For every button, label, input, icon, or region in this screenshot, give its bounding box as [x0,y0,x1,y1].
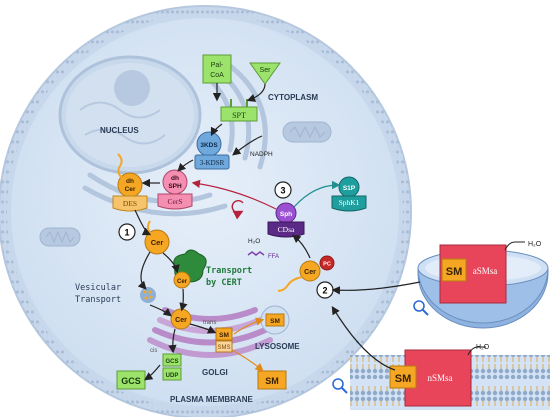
cers-enzyme [157,193,193,210]
sms-label: SMS [217,345,230,351]
spt-enzyme [220,106,258,122]
magnifier-icon-2 [332,378,348,394]
cdsa-enzyme [267,221,305,238]
gcs-big-label: GCS [121,376,141,386]
cer-right-node [299,260,321,282]
sm-small-box [215,327,233,341]
golgi-label: GOLGI [202,368,228,377]
nsmsa-label: nSMsa [427,373,452,383]
cer-cert-label: Cer [177,279,188,285]
step-1-badge [118,223,136,241]
h2o-asmsa-label: H₂O [528,241,542,248]
kdsr-label: 3-KDSR [200,159,225,167]
ffa-label: FFA [268,254,279,260]
gcs-small-label: GCS [165,359,178,365]
h2o-nsmsa-label: H₂O [476,344,490,351]
plasma-membrane-label: PLASMA MEMBRANE [170,395,253,404]
sms-box [215,340,233,353]
sm-lyso-box [265,313,285,327]
vesicle [140,287,156,303]
sphk1-label: SphK1 [339,198,360,207]
cer-main-label: Cer [151,238,164,247]
nadph-label: NADPH [250,151,273,158]
palcoa-box [202,54,232,84]
h2o-cdsa-label: H₂O [248,238,260,245]
sm-lyso-label: SM [270,318,280,325]
arrow-sph-to-cers [191,179,277,210]
sph-label: Sph [280,211,292,218]
nsmsa-water-line [467,346,486,356]
nucleus [58,55,202,175]
step-3-label: 3 [280,186,285,196]
cers-label: CerS [168,197,183,206]
step-2-label: 2 [322,286,327,296]
cdsa-label: CDsa [278,225,295,234]
pathway-arrows [134,83,421,381]
ser-label: Ser [260,67,272,74]
vesicular-transport-label-1: Vesicular [75,283,121,293]
dhcer-label-1: dh [126,178,134,185]
nucleus-label: NUCLEUS [100,126,139,135]
dhsph-label-1: dh [171,175,179,182]
step-1-label: 1 [124,228,129,238]
asmsa-sm-box [441,258,467,282]
gcs-small-box [162,353,182,367]
spt-label: SPT [232,111,246,120]
nsmsa-sm-box [389,365,417,389]
pc-label: PC [323,262,331,268]
des-enzyme [112,195,148,212]
cell-membrane-dots [0,6,411,417]
des-label: DES [123,199,137,208]
transport-cert-label-2: by CERT [206,278,242,288]
cytoplasm-label: CYTOPLASM [268,93,318,102]
dhsph-label-2: SPH [168,183,182,190]
nsmsa-sm-label: SM [395,373,412,385]
dhcer-tail [117,153,123,179]
mitochondrion-left [39,227,81,247]
lysosome-label: LYSOSOME [255,342,300,351]
sphk1-enzyme [331,195,367,212]
sm-golgi-box [257,370,287,390]
sm-small-label: SM [219,332,229,339]
asmsa-water-line [504,241,525,251]
dhsph-node [162,169,188,195]
kds-label: 3KDS [200,142,218,149]
asmsa-label: aSMsa [473,266,498,276]
arrow-to-sm-golgi [231,349,264,372]
arrow-sph-to-s1p [293,180,341,208]
transport-cert-label-1: Transport [206,266,252,276]
mitochondrion-right [282,121,332,143]
s1p-label: S1P [343,185,356,192]
cer-cert-node [173,271,191,289]
palcoa-label-1: Pal- [211,62,224,69]
ser-triangle [249,62,281,85]
arrow-to-sm-lyso [233,317,265,335]
udp-label: UDP [166,373,179,379]
arrow-cycle-red [231,199,244,220]
pc-node [319,255,335,271]
asmsa-sm-label: SM [446,266,463,278]
magnifier-icon [413,300,429,316]
palcoa-label-2: CoA [210,72,224,79]
ffa-chain [247,251,265,256]
dhcer-label-2: Cer [125,186,136,193]
step-3-badge [274,181,292,199]
trans-label: trans [203,320,216,326]
sm-golgi-label: SM [265,376,279,386]
cis-label: cis [150,348,157,354]
cer-golgi-label: Cer [175,317,187,324]
cer-main-node [144,229,170,255]
udp-box [162,367,182,381]
kdsr-enzyme [194,154,230,170]
cer-right-label: Cer [304,269,316,276]
vesicular-transport-label-2: Transport [75,295,121,305]
cer-right-tail [277,276,303,292]
